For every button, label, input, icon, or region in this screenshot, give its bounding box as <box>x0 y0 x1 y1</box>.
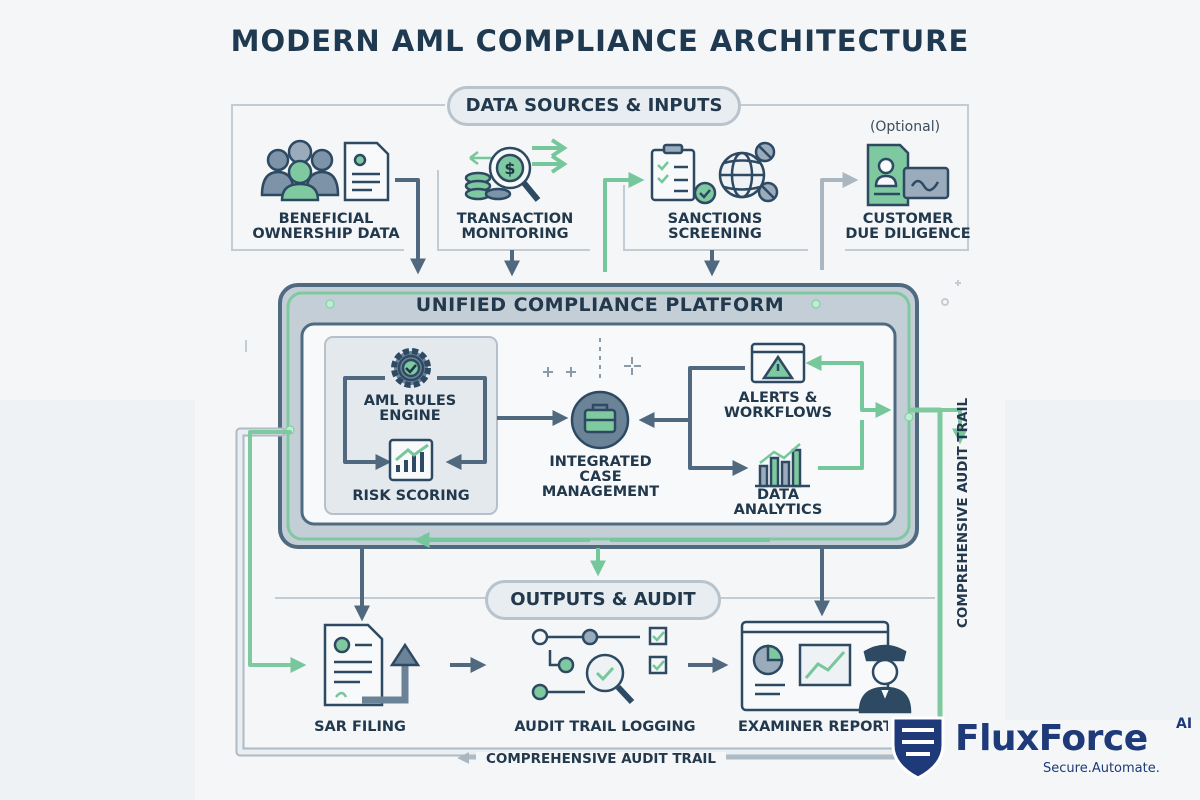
inputs-section-header: DATA SOURCES & INPUTS <box>447 86 741 126</box>
input-arrows <box>395 172 859 277</box>
inputs-outline <box>231 104 969 251</box>
globe-icon <box>718 141 779 203</box>
audit-trail-logging-label: AUDIT TRAIL LOGGING <box>514 719 696 735</box>
gear-icon <box>391 348 431 388</box>
fluxforce-logo: FluxForce AI Secure.Automate. <box>893 716 1193 796</box>
chart-up-icon <box>388 438 434 482</box>
audit-trail-bottom-label: COMPREHENSIVE AUDIT TRAIL <box>476 752 726 766</box>
analytics-chart-icon <box>755 443 810 488</box>
examiner-officer-icon <box>858 644 912 714</box>
platform-decor <box>245 280 961 380</box>
alert-window-icon <box>750 342 806 384</box>
risk-scoring-label: RISK SCORING <box>352 488 470 504</box>
briefcase-icon <box>570 390 630 450</box>
people-group-icon <box>260 139 340 202</box>
checklist-icon <box>650 143 717 205</box>
background-right-panel <box>1005 400 1200 720</box>
optional-note: (Optional) <box>869 119 941 135</box>
id-card-icon <box>866 143 950 207</box>
output-arrows <box>354 532 830 673</box>
alerts-workflows-label: ALERTS &WORKFLOWS <box>723 390 833 422</box>
sar-filing-label: SAR FILING <box>314 719 406 735</box>
logo-wordmark: FluxForce <box>955 718 1148 759</box>
page-title: MODERN AML COMPLIANCE ARCHITECTURE <box>230 24 970 58</box>
platform-arrows <box>343 355 892 476</box>
examiner-report-label: EXAMINER REPORT <box>738 720 888 735</box>
outputs-section-header: OUTPUTS & AUDIT <box>485 580 721 620</box>
logo-tagline: Secure.Automate. <box>1043 761 1160 776</box>
transaction-monitoring-icon: $ <box>464 138 568 202</box>
examiner-dashboard-icon <box>740 620 890 712</box>
platform-title: UNIFIED COMPLIANCE PLATFORM <box>415 294 785 316</box>
document-icon <box>343 141 390 202</box>
logo-ai-superscript: AI <box>1176 716 1193 732</box>
svg-text:$: $ <box>504 159 515 178</box>
fluxforce-shield-icon <box>891 716 945 780</box>
audit-log-icon <box>531 626 668 705</box>
background-left-panel <box>0 400 195 800</box>
sar-document-icon <box>323 623 421 707</box>
audit-trail-side-label: COMPREHENSIVE AUDIT TRAIL <box>955 397 971 628</box>
